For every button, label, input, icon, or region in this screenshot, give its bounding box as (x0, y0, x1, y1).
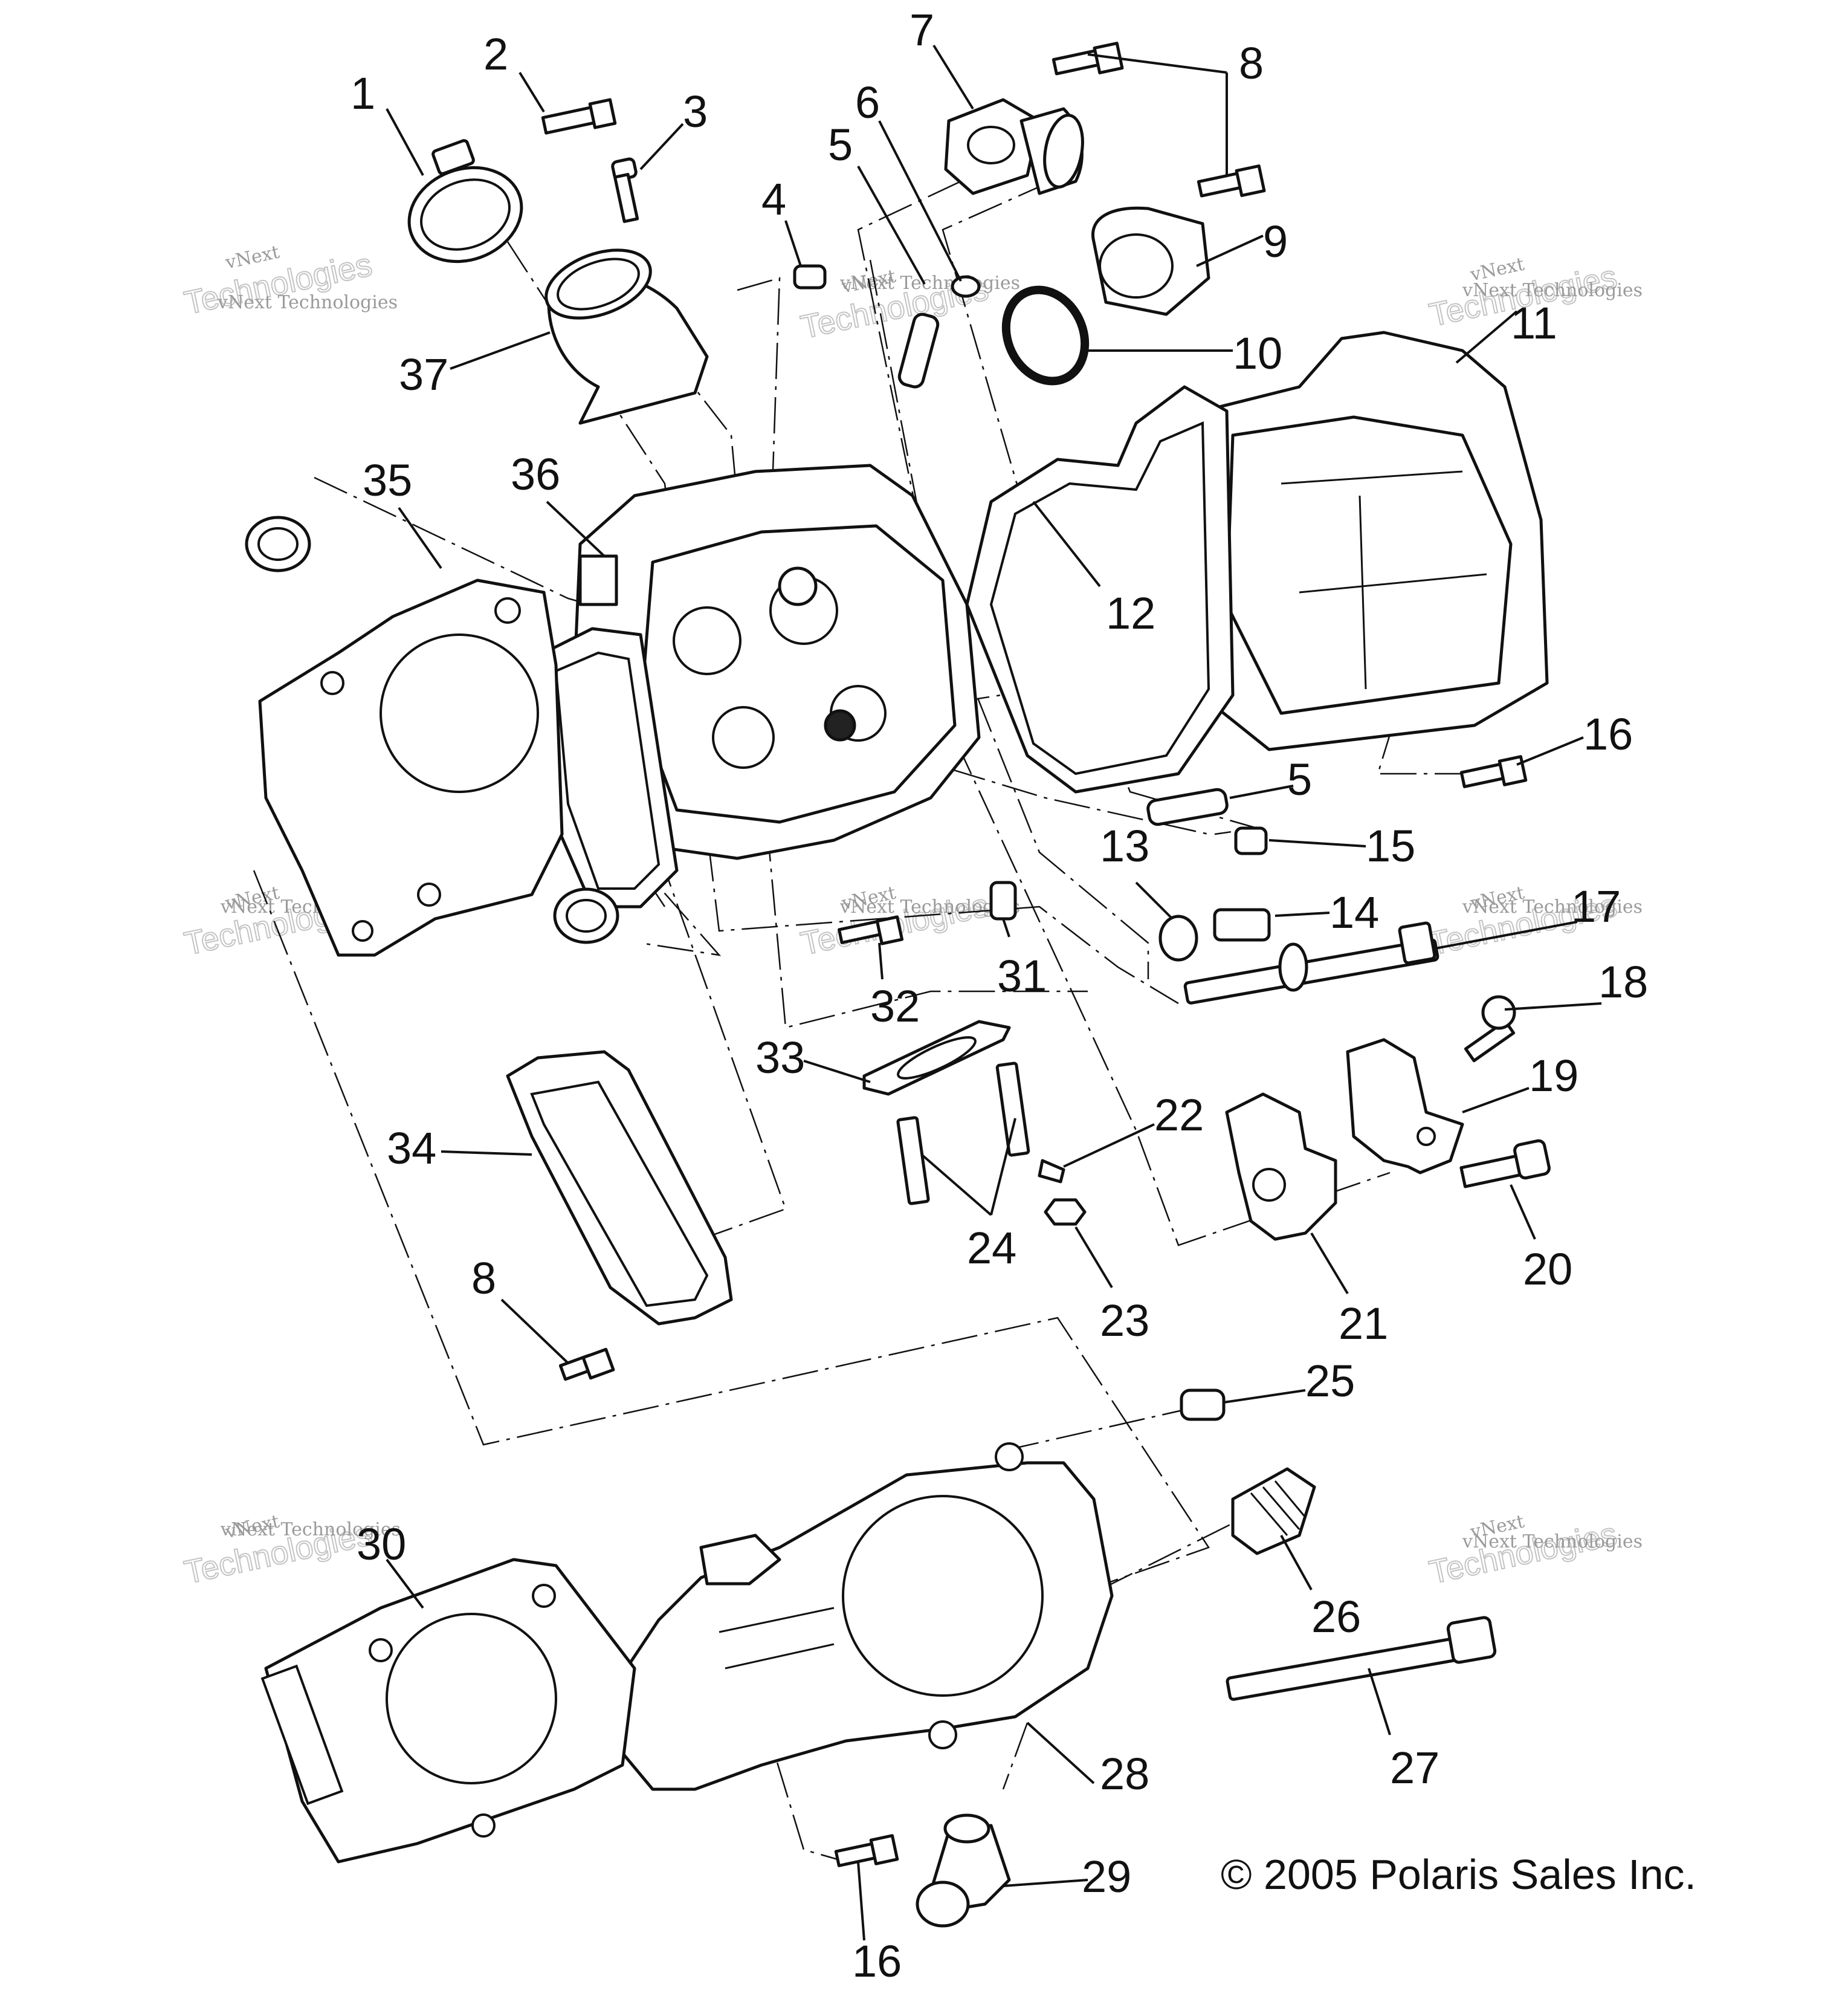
valve-cover-gasket-12 (965, 385, 1235, 794)
watermark-text: vNext Technologies (1462, 896, 1643, 918)
tensioner-21 (1225, 1092, 1337, 1241)
callout-label: 21 (1339, 1298, 1388, 1349)
hose-clamp (407, 139, 523, 264)
intake-boot (544, 248, 709, 425)
side-cover-34 (506, 1050, 733, 1326)
callout-label: 19 (1529, 1051, 1578, 1101)
callout-label: 16 (1583, 709, 1633, 759)
callout-label: 5 (1287, 754, 1312, 805)
washer-13 (1158, 915, 1198, 962)
bolt-16-lower (834, 1834, 899, 1867)
watermark-text: vNext Technologies (217, 292, 398, 313)
callout-label: 33 (755, 1032, 805, 1083)
dowel-31 (989, 881, 1017, 921)
callout-label: 25 (1305, 1356, 1355, 1406)
callout-label: 2 (483, 29, 508, 79)
callout-label: 7 (909, 5, 934, 55)
base-gasket-35 (258, 578, 564, 957)
dowel-4 (793, 264, 827, 290)
callout-label: 15 (1366, 821, 1415, 871)
callout-label: 23 (1100, 1295, 1149, 1346)
seal-34-bottom (553, 887, 619, 944)
bolt-16-upper (1459, 755, 1528, 788)
callout-label: 6 (855, 77, 880, 128)
callout-label: 1 (351, 68, 375, 118)
callout-label: 18 (1598, 957, 1648, 1007)
callout-label: 26 (1311, 1592, 1361, 1642)
stud-17 (1183, 921, 1439, 1005)
clip-22 (1038, 1159, 1065, 1184)
bolt-32 (838, 915, 904, 945)
callout-label: 22 (1154, 1090, 1204, 1140)
callout-label: 28 (1100, 1749, 1149, 1799)
copyright-notice: © 2005 Polaris Sales Inc. (1221, 1851, 1696, 1898)
callout-label: 29 (1082, 1852, 1131, 1902)
dowel-25 (1180, 1388, 1226, 1421)
callout-label: 24 (967, 1223, 1016, 1273)
outlet-housing-9 (1091, 206, 1210, 316)
fitting-26 (1231, 1467, 1316, 1555)
callout-label: 10 (1233, 328, 1282, 378)
bolt-8-lower (558, 1347, 615, 1381)
cylinder-head-36 (572, 464, 981, 860)
callout-label: 4 (761, 174, 786, 224)
seal-6 (951, 275, 981, 298)
callout-label: 17 (1571, 881, 1621, 931)
elbow-29 (916, 1813, 1011, 1928)
callout-label: 30 (357, 1519, 406, 1569)
callout-label: 14 (1329, 887, 1379, 938)
base-gasket-30 (260, 1558, 636, 1864)
nut-23 (1044, 1198, 1087, 1226)
gasket-33 (862, 1020, 1011, 1096)
sleeve-5-lower (1146, 788, 1229, 826)
callout-label: 12 (1106, 588, 1155, 638)
callout-label: 9 (1263, 216, 1288, 267)
watermark-text: vNext Technologies (1462, 280, 1643, 301)
o-ring-10 (1001, 285, 1090, 386)
callout-label: 8 (1239, 38, 1264, 88)
seal-35-top (245, 516, 311, 572)
studs-24 (896, 1061, 1030, 1205)
callout-label: 37 (399, 349, 448, 400)
plug-14 (1213, 908, 1271, 942)
callout-label: 34 (387, 1123, 436, 1173)
bolt-2 (541, 98, 617, 135)
callout-labels: 1 2 3 4 5 6 7 8 9 10 11 12 35 36 37 16 5… (351, 5, 1648, 1986)
callout-label: 11 (1511, 298, 1557, 348)
callout-label: 27 (1390, 1743, 1439, 1793)
sleeve-5 (897, 313, 940, 389)
watermark-text: vNext Technologies (839, 273, 1020, 294)
stud-27 (1226, 1616, 1497, 1701)
water-outlet-7 (944, 98, 1084, 195)
callout-label: 36 (511, 449, 560, 499)
bolt-20 (1459, 1139, 1551, 1188)
bolt-8-upper (1052, 42, 1266, 198)
bracket-19 (1346, 1038, 1464, 1174)
callout-label: 35 (363, 455, 412, 505)
valve-cover-11 (1183, 331, 1549, 751)
callout-label: 8 (471, 1253, 496, 1303)
bolt-18 (1464, 995, 1516, 1063)
leader-lines (386, 44, 1602, 1941)
callout-label: 3 (683, 86, 708, 137)
callout-label: 31 (997, 951, 1047, 1001)
cylinder-28 (609, 1442, 1114, 1791)
callout-label: 13 (1100, 821, 1149, 871)
watermark-text: vNext Technologies (220, 1519, 401, 1540)
screw-3 (611, 157, 639, 223)
callout-label: 32 (870, 981, 920, 1031)
watermark-text: vNext Technologies (1462, 1531, 1643, 1552)
callout-label: 20 (1523, 1244, 1572, 1294)
callout-label: 16 (852, 1936, 902, 1986)
callout-label: 5 (828, 120, 853, 170)
cap-15 (1234, 826, 1268, 855)
